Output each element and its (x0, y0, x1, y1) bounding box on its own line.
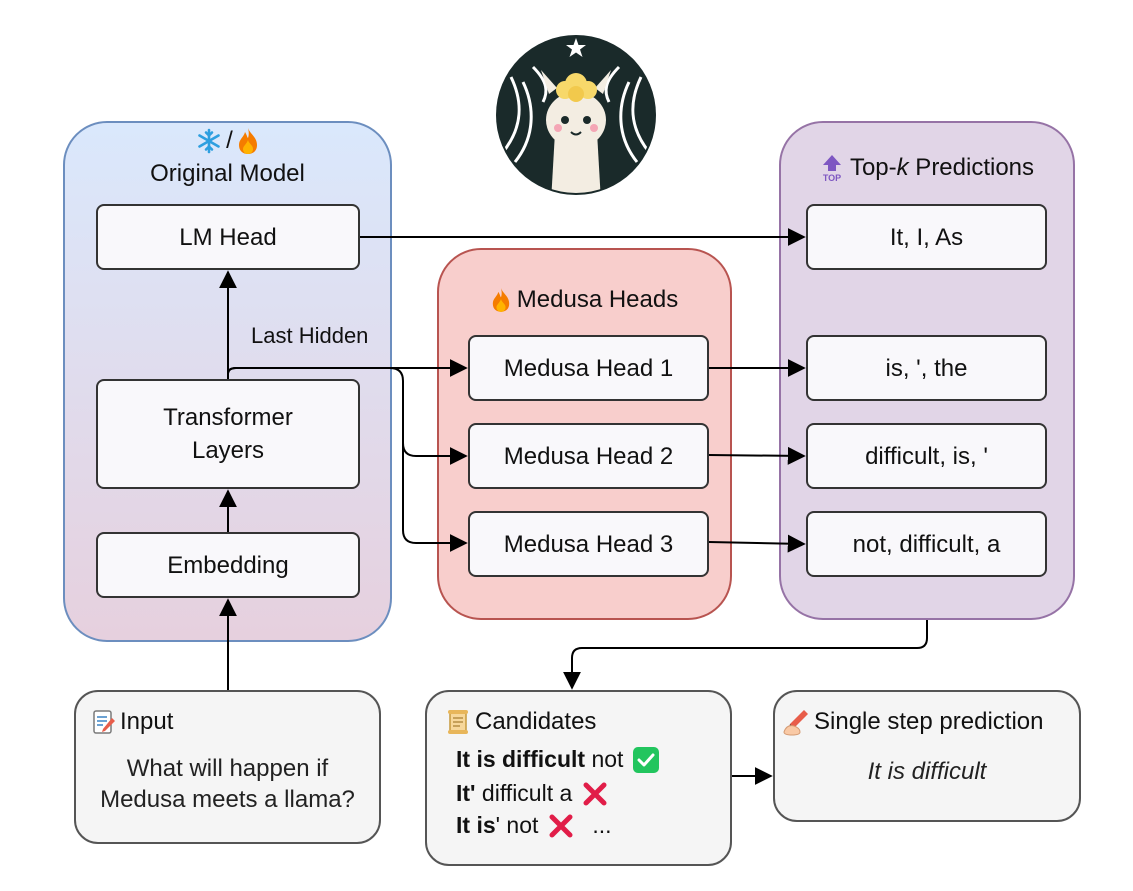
snowflake-icon (198, 128, 220, 154)
candidates-title: Candidates (475, 708, 597, 735)
medusa-head-2-label: Medusa Head 2 (503, 442, 674, 470)
medusa-head-3-box: Medusa Head 3 (468, 511, 709, 577)
prediction-box-4: not, difficult, a (806, 511, 1047, 577)
candidate-2-rest: difficult a (475, 780, 573, 806)
candidate-row-2: It' difficult a (456, 780, 608, 807)
original-model-title: Original Model (150, 160, 305, 187)
topk-title: Top-k Predictions (850, 154, 1034, 182)
cross-icon (549, 814, 573, 837)
original-model-header: / Original Model (63, 125, 392, 188)
medusa-heads-header: Medusa Heads (437, 286, 732, 314)
lm-head-label: LM Head (179, 223, 277, 251)
prediction-box-1: It, I, As (806, 204, 1047, 270)
check-icon (633, 746, 660, 773)
fire-icon (492, 288, 509, 312)
prediction-4: not, difficult, a (852, 530, 1001, 558)
candidate-3-rest: ' not (495, 812, 539, 838)
scroll-icon (448, 710, 468, 734)
writing-hand-icon (783, 710, 808, 736)
model-separator: / (226, 127, 233, 154)
arrow-hidden-to-medusa-3 (402, 440, 468, 552)
candidate-row-3: It is' not ... (456, 812, 612, 839)
fire-icon (238, 128, 257, 154)
single-step-card (773, 690, 1081, 822)
arrow-hidden-to-medusa-1 (227, 359, 468, 379)
topk-title-k: k (896, 154, 909, 181)
single-step-value: It is difficult (773, 758, 1081, 786)
topk-predictions-header: TOP Top-k Predictions (779, 154, 1075, 182)
transformer-layers-line-1: Transformer (163, 404, 293, 431)
single-step-value-text: It is difficult (867, 758, 987, 785)
arrow-medusa-3-to-prediction-4 (708, 534, 806, 553)
prediction-box-3: difficult, is, ' (806, 423, 1047, 489)
top-icon-text: TOP (823, 173, 841, 182)
transformer-layers-box: Transformer Layers (96, 379, 360, 489)
input-header: Input (92, 708, 173, 736)
candidate-2-bold: It' (456, 780, 476, 806)
memo-icon (93, 710, 115, 734)
medusa-heads-title: Medusa Heads (516, 286, 679, 313)
prediction-box-2: is, ', the (806, 335, 1047, 401)
candidate-1-bold: It is difficult (456, 746, 586, 772)
input-line-2: Medusa meets a llama? (100, 786, 355, 813)
candidate-row-1: It is difficult not (456, 746, 660, 773)
prediction-3: difficult, is, ' (865, 442, 988, 470)
candidates-header: Candidates (445, 708, 596, 736)
lm-head-box: LM Head (96, 204, 360, 270)
arrow-hidden-to-medusa-2 (227, 367, 468, 465)
prediction-1: It, I, As (889, 223, 964, 251)
single-step-header: Single step prediction (782, 708, 1043, 736)
medusa-head-1-label: Medusa Head 1 (503, 354, 674, 382)
medusa-head-3-label: Medusa Head 3 (503, 530, 674, 558)
input-text: What will happen if Medusa meets a llama… (74, 753, 381, 815)
arrow-topk-to-candidates (563, 620, 928, 690)
medusa-head-1-box: Medusa Head 1 (468, 335, 709, 401)
embedding-box: Embedding (96, 532, 360, 598)
transformer-layers-line-2: Layers (191, 437, 265, 464)
top-arrow-icon: TOP (823, 155, 841, 182)
embedding-label: Embedding (167, 551, 289, 579)
single-step-title: Single step prediction (814, 708, 1044, 735)
input-card (74, 690, 381, 844)
candidate-3-ellipsis: ... (592, 812, 612, 838)
arrow-medusa-2-to-prediction-3 (708, 446, 806, 465)
input-line-1: What will happen if (126, 755, 329, 782)
medusa-llama-logo (496, 35, 656, 195)
input-title: Input (120, 708, 174, 735)
last-hidden-label: Last Hidden (251, 323, 369, 348)
prediction-2: is, ', the (885, 354, 968, 382)
topk-title-prefix: Top- (849, 154, 897, 181)
medusa-head-2-box: Medusa Head 2 (468, 423, 709, 489)
candidate-3-bold: It is (456, 812, 496, 838)
topk-title-suffix: Predictions (908, 154, 1035, 181)
cross-icon (583, 782, 607, 805)
candidates-card (425, 690, 732, 866)
candidate-1-rest: not (585, 746, 624, 772)
